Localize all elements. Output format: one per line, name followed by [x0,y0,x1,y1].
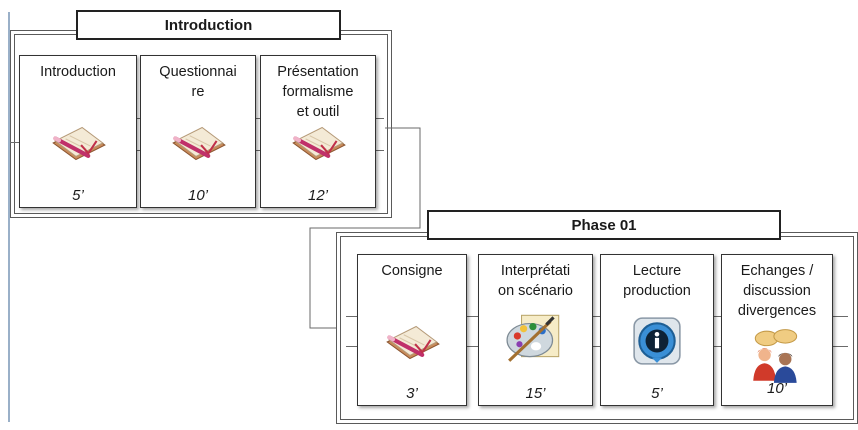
connector-tick [246,118,270,119]
activity-label: Questionnai re [159,64,237,100]
activity-card-consigne: Consigne 3’ [357,254,467,406]
activity-label: Lecture production [623,263,691,299]
activity-label: Présentation formalisme et outil [277,64,359,120]
people-discussion-icon [746,329,808,383]
activity-label: Consigne [381,263,443,279]
connector-tick [704,316,726,317]
page-left-rule [8,12,10,422]
introduction-title: Introduction [76,10,341,40]
connector-tick [10,142,19,143]
activity-duration: 3’ [406,385,418,402]
connector-tick [246,150,270,151]
connector-tick [704,346,726,347]
notepad-pencil-icon [381,321,443,363]
activity-duration: 10’ [187,187,209,204]
paint-palette-icon [505,311,567,363]
connector-tick [346,316,360,317]
activity-card-lecture: Lecture production 5’ [600,254,714,406]
activity-card-introduction: Introduction 5’ [19,55,137,208]
connector-tick [462,316,484,317]
connector-tick [462,346,484,347]
activity-duration: 15’ [525,385,546,402]
connector-tick [346,346,360,347]
activity-duration: 5’ [72,187,84,204]
activity-card-presentation: Présentation formalisme et outil 12’ [260,55,376,208]
connector-tick [826,316,848,317]
activity-duration: 10’ [766,380,788,397]
connector-tick [368,118,384,119]
connector-tick [584,316,606,317]
activity-card-echanges: Echanges / discussion divergences 10’ [721,254,833,406]
phase01-title: Phase 01 [427,210,781,240]
activity-label: Introduction [40,64,116,80]
activity-label: Interprétati on scénario [498,263,573,299]
activity-card-questionnaire: Questionnai re 10’ [140,55,256,208]
activity-label: Echanges / discussion divergences [737,263,817,319]
info-icon [631,315,683,367]
activity-duration: 12’ [307,187,329,204]
connector-tick [584,346,606,347]
connector-tick [368,150,384,151]
connector-tick [826,346,848,347]
activity-card-interpretation: Interprétati on scénario 15’ [478,254,593,406]
activity-duration: 5’ [651,385,663,402]
